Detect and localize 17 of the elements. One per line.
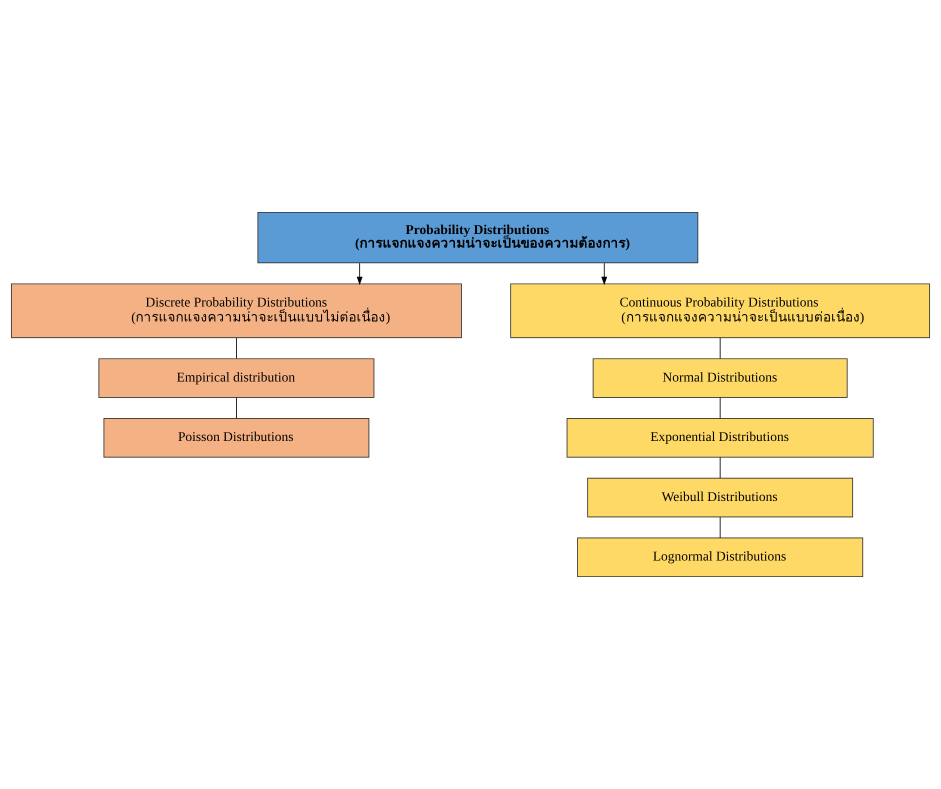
connector [720,337,721,359]
connector [236,337,237,359]
node-box: Exponential Distributions [566,418,874,458]
connector [720,516,721,538]
node-box: Probability Distributions (การแจกแจงความน่าจะเป็นของความต้องการ) [257,212,698,264]
node-box: Lognormal Distributions [577,538,864,578]
node-box: Continuous Probability Distributions (การแจกแจงความน่าจะเป็นแบบต่อเนื่อง) [510,283,930,338]
connector [720,397,721,419]
node-box: Poisson Distributions [104,418,370,458]
node-box: Normal Distributions [592,358,848,398]
arrow [356,262,363,286]
node-box: Weibull Distributions [587,478,854,518]
arrow [601,262,608,286]
node-box: Discrete Probability Distributions (การแจกแจงความน่าจะเป็นแบบไม่ต่อเนื่อง) [10,283,462,338]
connector [236,397,237,419]
connector [720,456,721,479]
node-box: Empirical distribution [98,358,374,398]
